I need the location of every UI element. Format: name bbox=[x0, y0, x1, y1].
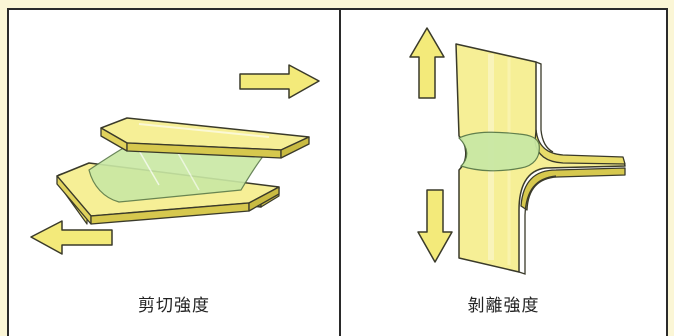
peel-strength-illustration bbox=[409, 27, 626, 275]
arrow-right-icon bbox=[239, 64, 320, 99]
panel-divider bbox=[339, 8, 341, 336]
peel-strength-label: 剝離強度 bbox=[467, 296, 540, 316]
shear-strength-label: 剪切強度 bbox=[138, 296, 210, 316]
vertical-plate-edge bbox=[518, 61, 557, 275]
peel-strength-panel: 剝離強度 bbox=[341, 10, 666, 336]
arrow-up-icon bbox=[409, 27, 445, 99]
top-adherend-plate bbox=[100, 117, 310, 159]
shear-strength-panel: 剪切強度 bbox=[9, 10, 339, 336]
adhesive-layer bbox=[457, 131, 540, 172]
shear-strength-illustration bbox=[30, 64, 320, 255]
arrow-left-icon bbox=[30, 220, 113, 255]
arrow-down-icon bbox=[417, 189, 453, 263]
